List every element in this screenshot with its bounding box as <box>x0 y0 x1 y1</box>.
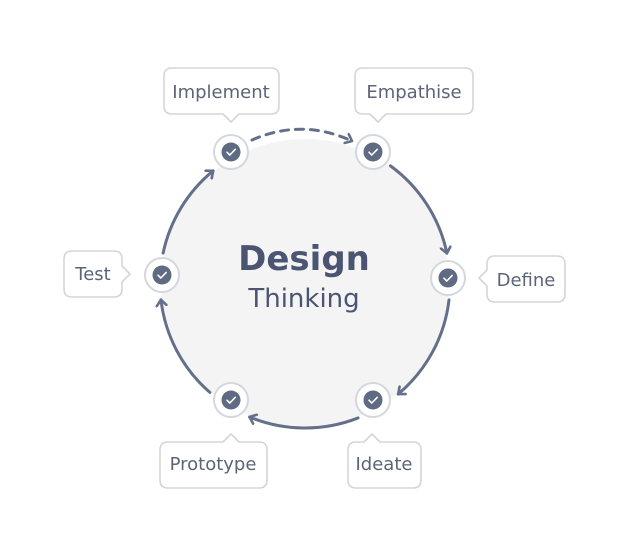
node-dot <box>221 142 241 162</box>
arrow-implement-to-empathise <box>250 127 354 141</box>
check-icon <box>443 274 453 282</box>
node-dot <box>221 390 241 410</box>
callout-define: Define <box>478 255 566 303</box>
callout-implement: Implement <box>163 67 280 123</box>
arrow-define-to-ideate <box>396 298 451 396</box>
node-dot <box>363 142 383 162</box>
diagram-subtitle: Thinking <box>247 284 359 314</box>
callout-box-test <box>63 250 131 298</box>
stage-label-test: Test <box>74 264 110 285</box>
callout-box-ideate <box>347 433 422 489</box>
callout-box-empathise <box>354 67 474 123</box>
check-icon <box>368 148 378 156</box>
stage-label-implement: Implement <box>172 82 269 103</box>
check-icon <box>157 271 167 279</box>
callout-box-implement <box>163 67 280 123</box>
cycle-arrows <box>161 127 451 430</box>
callout-empathise: Empathise <box>354 67 474 123</box>
node-dot <box>438 268 458 288</box>
stage-label-prototype: Prototype <box>170 454 257 475</box>
stage-node-ideate[interactable] <box>355 382 391 418</box>
stage-label-ideate: Ideate <box>356 454 413 475</box>
check-icon <box>226 148 236 156</box>
stage-node-define[interactable] <box>430 260 466 296</box>
arrow-empathise-to-define <box>388 164 446 255</box>
check-icon <box>226 396 236 404</box>
arrow-test-to-implement <box>161 169 215 255</box>
node-dot <box>152 265 172 285</box>
stage-node-implement[interactable] <box>213 134 249 170</box>
central-circle <box>161 139 449 427</box>
stage-nodes <box>144 134 466 418</box>
callout-box-define <box>478 255 566 303</box>
callout-box-prototype <box>159 433 268 489</box>
callout-prototype: Prototype <box>159 433 268 489</box>
arrow-prototype-to-test <box>161 298 212 394</box>
stage-node-prototype[interactable] <box>213 382 249 418</box>
callout-ideate: Ideate <box>347 433 422 489</box>
node-dot <box>363 390 383 410</box>
stage-node-empathise[interactable] <box>355 134 391 170</box>
callout-test: Test <box>63 250 131 298</box>
stage-label-define: Define <box>497 270 556 291</box>
stage-label-empathise: Empathise <box>366 82 461 103</box>
check-icon <box>368 396 378 404</box>
stage-node-test[interactable] <box>144 257 180 293</box>
diagram-title: Design <box>238 239 370 279</box>
arrow-ideate-to-prototype <box>248 417 360 430</box>
